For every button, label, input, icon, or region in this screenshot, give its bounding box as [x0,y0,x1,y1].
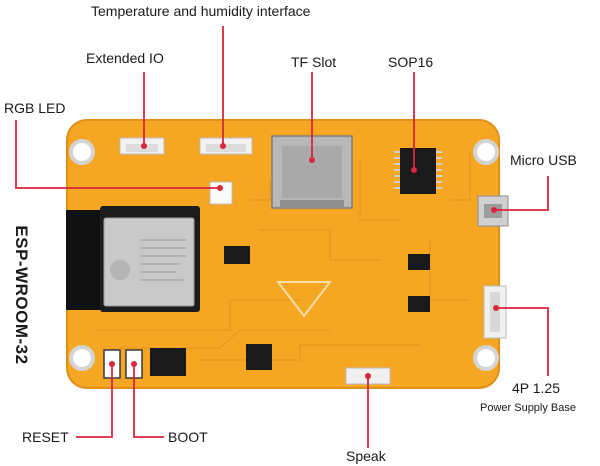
rgb-led-label: RGB LED [4,100,66,116]
boot-label: BOOT [168,429,208,445]
power-connector [483,285,507,339]
sop16-chip [394,148,442,194]
sop16-label: SOP16 [388,54,434,70]
tf-slot-label: TF Slot [291,54,337,70]
micro-usb-label: Micro USB [510,152,577,168]
esp-module-label: ESP-WROOM-32 [12,225,31,365]
power-base-label: Power Supply Base [480,402,576,414]
temp-humidity-label: Temperature and humidity interface [91,3,311,19]
leader-lines [15,26,549,448]
reset-label: RESET [22,429,69,445]
small-ics [150,246,430,376]
leader-dots [109,143,499,379]
esp-module [66,206,200,312]
esp-module-label-wrap: ESP-WROOM-32 [10,205,32,385]
mounting-holes [69,139,499,371]
speak-label: Speak [346,448,386,464]
power-4p-label: 4P 1.25 [512,380,561,396]
extended-io-label: Extended IO [86,50,164,66]
silkscreen-triangle [275,281,333,318]
